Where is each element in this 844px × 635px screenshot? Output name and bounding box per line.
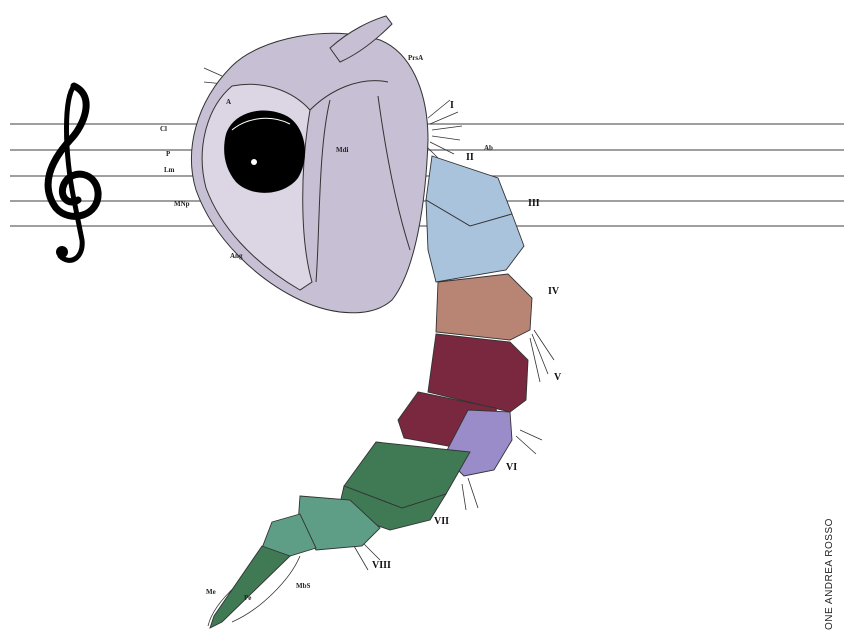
photo-credit-text: ONE ANDREA ROSSO xyxy=(824,518,835,630)
roman-numeral-6: VI xyxy=(506,462,517,473)
segment-tan xyxy=(436,274,532,340)
label-pe: Pe xyxy=(244,594,251,602)
label-cl: Cl xyxy=(160,125,167,133)
segment-siphon xyxy=(210,546,290,628)
label-lm: Lm xyxy=(164,166,175,174)
roman-numeral-4: IV xyxy=(548,286,560,297)
roman-numeral-1: I xyxy=(450,100,454,111)
treble-clef-icon xyxy=(48,86,98,260)
label-mbs: MbS xyxy=(296,582,311,590)
label-ang: Ang xyxy=(230,252,243,260)
roman-numeral-7: VII xyxy=(434,516,449,527)
label-p: P xyxy=(166,150,171,158)
label-a: A xyxy=(226,98,231,106)
label-ab: Ab xyxy=(484,144,493,152)
photo-credit: ONE ANDREA ROSSO xyxy=(824,500,838,630)
label-mnp: MNp xyxy=(174,200,190,208)
label-me: Me xyxy=(206,588,216,596)
label-mdi: Mdi xyxy=(336,146,349,154)
roman-numeral-5: V xyxy=(554,372,562,383)
eye xyxy=(224,111,305,193)
label-prsa: PrsA xyxy=(408,54,423,62)
roman-numeral-2: II xyxy=(466,152,474,163)
roman-numeral-3: III xyxy=(528,198,540,209)
roman-numeral-8: VIII xyxy=(372,560,391,571)
